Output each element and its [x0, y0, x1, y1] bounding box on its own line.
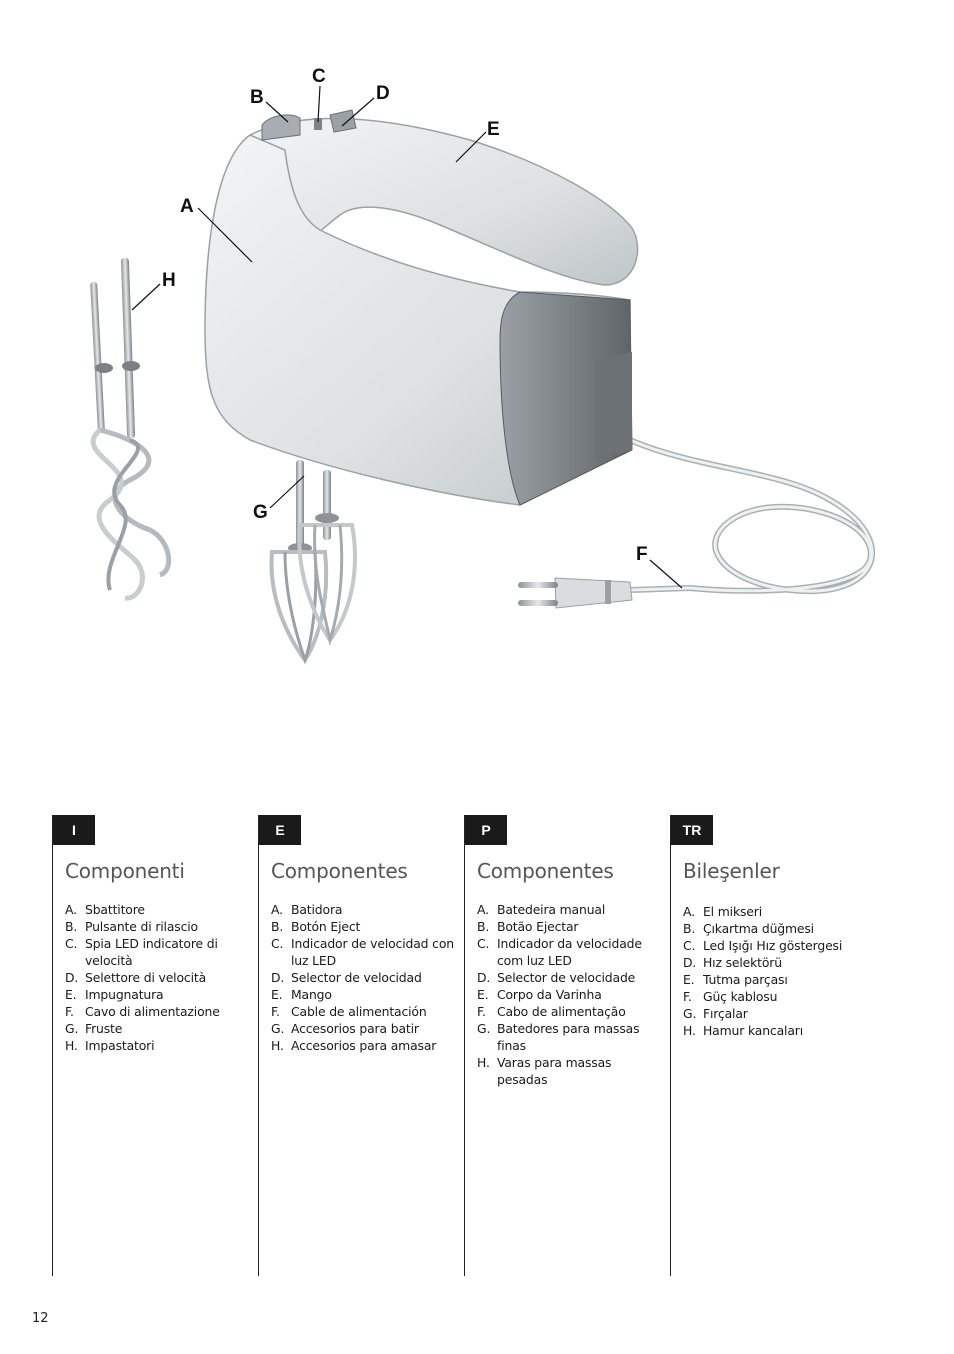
hand-mixer-illustration: A B C D E F G H	[90, 66, 875, 665]
list-item: H.Impastatori	[65, 1038, 155, 1053]
list-item: A.El mikseri	[683, 904, 763, 919]
section-title: Componentes	[271, 859, 408, 883]
column-spanish: E Componentes A.Batidora B.Botón Eject C…	[258, 815, 463, 1276]
language-tab: P	[465, 815, 507, 845]
callout-f: F	[636, 544, 648, 565]
column-turkish: TR Bileşenler A.El mikseri B.Çıkartma dü…	[670, 815, 875, 1276]
callout-h: H	[162, 270, 176, 291]
list-item: C.Indicador da velocidade com luz LED	[477, 936, 642, 968]
section-title: Bileşenler	[683, 859, 780, 883]
list-item: E.Tutma parçası	[683, 972, 788, 987]
list-item: A.Batidora	[271, 902, 343, 917]
list-item: B.Pulsante di rilascio	[65, 919, 198, 934]
language-tab: E	[259, 815, 301, 845]
list-item: C.Led Işığı Hız göstergesi	[683, 938, 843, 953]
list-item: B.Çıkartma düğmesi	[683, 921, 814, 936]
section-title: Componenti	[65, 859, 185, 883]
list-item: A.Batedeira manual	[477, 902, 606, 917]
parts-list: A.Batidora B.Botón Eject C.Indicador de …	[271, 901, 459, 1054]
column-portuguese: P Componentes A.Batedeira manual B.Botão…	[464, 815, 669, 1276]
callout-g: G	[253, 502, 268, 523]
list-item: F.Cable de alimentación	[271, 1004, 427, 1019]
list-item: E.Corpo da Varinha	[477, 987, 602, 1002]
language-tab: I	[53, 815, 95, 845]
callout-a: A	[180, 196, 194, 217]
list-item: D.Hız selektörü	[683, 955, 782, 970]
list-item: C.Spia LED indicatore di velocità	[65, 936, 218, 968]
callout-e: E	[487, 119, 500, 140]
list-item: F.Cabo de alimentação	[477, 1004, 626, 1019]
list-item: H.Hamur kancaları	[683, 1023, 803, 1038]
list-item: D.Selector de velocidade	[477, 970, 636, 985]
list-item: G.Batedores para massas finas	[477, 1021, 640, 1053]
list-item: A.Sbattitore	[65, 902, 145, 917]
language-tab: TR	[671, 815, 713, 845]
list-item: D.Selettore di velocità	[65, 970, 207, 985]
callouts: A B C D E F G H	[131, 66, 683, 589]
list-item: F.Cavo di alimentazione	[65, 1004, 220, 1019]
list-item: D.Selector de velocidad	[271, 970, 422, 985]
list-item: G.Fruste	[65, 1021, 123, 1036]
dough-hooks	[90, 258, 172, 601]
parts-list: A.Sbattitore B.Pulsante di rilascio C.Sp…	[65, 901, 253, 1054]
list-item: C.Indicador de velocidad con luz LED	[271, 936, 454, 968]
list-item: F.Güç kablosu	[683, 989, 778, 1004]
callout-d: D	[376, 83, 390, 104]
page-number: 12	[32, 1311, 49, 1326]
list-item: H.Accesorios para amasar	[271, 1038, 437, 1053]
section-title: Componentes	[477, 859, 614, 883]
column-italian: I Componenti A.Sbattitore B.Pulsante di …	[52, 815, 257, 1276]
list-item: E.Mango	[271, 987, 332, 1002]
mixer-body	[204, 109, 639, 506]
list-item: G.Fırçalar	[683, 1006, 748, 1021]
beaters	[269, 460, 357, 665]
callout-b: B	[250, 87, 264, 108]
list-item: G.Accesorios para batir	[271, 1021, 419, 1036]
parts-list: A.El mikseri B.Çıkartma düğmesi C.Led Iş…	[683, 903, 871, 1039]
parts-list: A.Batedeira manual B.Botão Ejectar C.Ind…	[477, 901, 665, 1088]
callout-c: C	[312, 66, 326, 87]
power-cord	[518, 437, 875, 609]
list-item: E.Impugnatura	[65, 987, 164, 1002]
list-item: H.Varas para massas pesadas	[477, 1055, 612, 1087]
list-item: B.Botón Eject	[271, 919, 361, 934]
list-item: B.Botão Ejectar	[477, 919, 579, 934]
